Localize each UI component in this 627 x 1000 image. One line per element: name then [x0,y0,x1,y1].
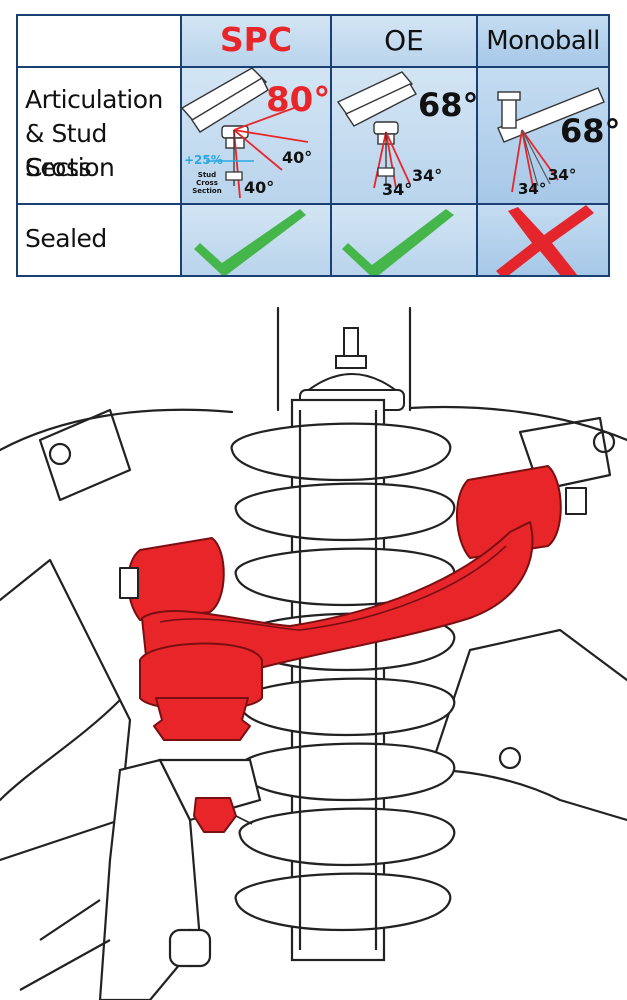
check-icon [342,209,454,279]
spc-sealed-cell [182,205,332,277]
oe-articulation-cell: 68° 34° 34° [332,68,479,203]
strut-mount-outline [276,306,412,412]
sealed-row: Sealed [18,205,608,287]
spc-side-angle-1: 40° [282,148,313,167]
table-header-row: SPC OE Monoball [18,16,608,68]
header-oe-cell: OE [332,16,478,66]
comparison-table: SPC OE Monoball Articulation & Stud Cros… [16,14,621,287]
oe-sealed-cell [332,205,478,279]
articulation-label-line-3: Section [25,153,115,182]
oe-balljoint-drawing [336,71,417,189]
front-bushing [127,537,225,621]
rear-bushing [456,465,562,559]
ball-joint-boot [153,697,251,741]
monoball-drawing [497,87,605,193]
stud-note-line-3: Section [192,187,222,195]
monoball-side-angle-1: 34° [548,166,577,184]
tie-rod-end [193,797,237,833]
articulation-label-line-1: Articulation [25,85,163,114]
articulation-row: Articulation & Stud Cross Section [18,68,621,205]
suspension-illustration [0,306,627,1000]
oe-max-angle: 68° [418,86,479,124]
upper-control-arm [119,465,587,833]
header-oe: OE [384,24,424,57]
monoball-side-angle-2: 34° [518,180,547,198]
spc-articulation-cell: 80° 40° 40° +25% Stud Cross Section [182,68,332,203]
monoball-articulation-cell: 68° 34° 34° [478,68,621,203]
articulation-label-line-2: & Stud Cross [25,119,107,182]
frame-hole-right [592,430,616,454]
cross-icon [496,205,594,287]
spc-side-angle-2: 40° [244,178,275,197]
oe-side-angle-2: 34° [382,180,413,199]
frame-hole-lower [498,746,522,770]
header-spc-cell: SPC [182,16,332,66]
header-monoball-cell: Monoball [478,16,608,66]
articulation-label-cell: Articulation & Stud Cross Section [18,68,182,203]
header-spc: SPC [219,20,293,59]
steering-knuckle [19,758,262,1000]
monoball-sealed-cell [478,205,608,287]
frame-hole-left [48,442,72,466]
check-icon [194,209,306,277]
stud-note-line-1: Stud [197,171,217,179]
sealed-label: Sealed [25,224,107,253]
stud-note-line-2: Cross [196,179,218,187]
spc-balljoint-drawing [182,68,309,199]
header-empty-cell [18,16,182,66]
oe-side-angle-1: 34° [412,166,443,185]
spc-max-angle: 80° [266,80,331,120]
spc-gain-label: +25% [184,153,223,167]
sealed-label-cell: Sealed [18,205,182,275]
coil-spring [230,398,456,962]
monoball-max-angle: 68° [560,112,621,150]
spc-stud-note: Stud Cross Section [192,171,222,195]
header-monoball: Monoball [486,26,600,56]
